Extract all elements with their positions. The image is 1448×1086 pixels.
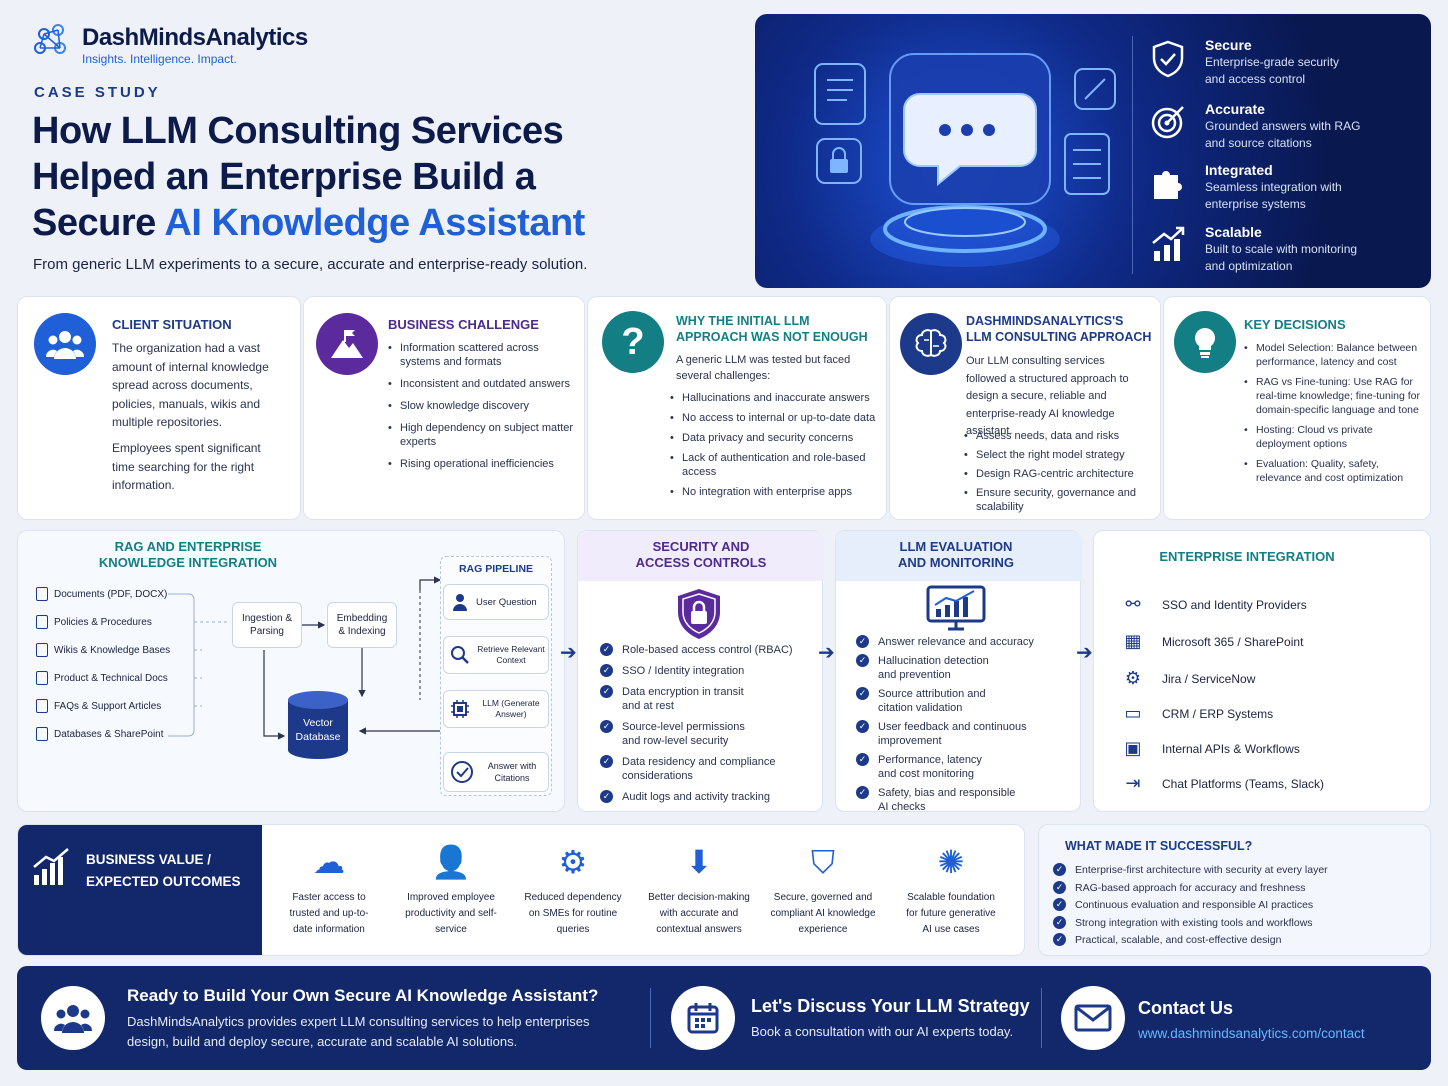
gear-icon: ⚙ (558, 844, 588, 880)
cloud-icon: ☁ (313, 844, 345, 880)
chat-bubble-illustration (814, 53, 1116, 267)
network-nodes-icon: ⚯ (1125, 594, 1141, 614)
feature-scalable: Scalable Built to scale with monitoring … (1150, 223, 1357, 275)
vector-database-label: Vector Database (295, 717, 341, 743)
document-icon (36, 643, 48, 657)
cloud-download-icon: ⬇ (685, 844, 713, 880)
feature-integrated: Integrated Seamless integration with ent… (1150, 161, 1342, 213)
brand-logo: DashMindsAnalytics Insights. Intelligenc… (28, 18, 328, 68)
source-faqs: FAQs & Support Articles (36, 699, 161, 713)
card-security: SECURITY AND ACCESS CONTROLS Role-based … (577, 530, 824, 812)
challenge-list: Information scattered across systems and… (388, 341, 578, 479)
chip-icon (451, 700, 469, 718)
arrow-right-icon: ➔ (1076, 642, 1093, 664)
integration-m365: ▦Microsoft 365 / SharePoint (1118, 631, 1303, 652)
crm-icon: ▭ (1124, 703, 1142, 723)
value-decision-making: ⬇Better decision-making with accurate an… (640, 842, 758, 938)
growth-chart-icon (1152, 226, 1185, 261)
magnifier-icon (451, 646, 469, 664)
business-value-panel: BUSINESS VALUE / EXPECTED OUTCOMES (17, 824, 1025, 956)
api-icon: ▣ (1124, 738, 1142, 758)
mountain-flag-icon (316, 313, 378, 375)
card-business-challenge: BUSINESS CHALLENGE Information scattered… (303, 296, 585, 520)
shield-lock-icon (678, 589, 720, 639)
discuss-title[interactable]: Let's Discuss Your LLM Strategy (751, 996, 1030, 1016)
page-title: How LLM Consulting Services Helped an En… (32, 110, 585, 244)
page-subtitle: From generic LLM experiments to a secure… (33, 256, 588, 273)
target-icon (1151, 106, 1184, 139)
pipeline-answer: Answer with Citations (443, 752, 549, 792)
question-mark-icon: ? (602, 311, 664, 373)
integration-apis: ▣Internal APIs & Workflows (1118, 738, 1299, 759)
mail-icon[interactable] (1061, 986, 1125, 1050)
brand-name: DashMindsAnalytics (82, 24, 308, 51)
check-circle-icon (451, 761, 473, 783)
users-icon (34, 313, 96, 375)
source-wikis: Wikis & Knowledge Bases (36, 643, 170, 657)
brand-tagline: Insights. Intelligence. Impact. (82, 52, 237, 66)
hero-panel (755, 14, 1431, 288)
pipeline-retrieve: Retrieve Relevant Context (443, 636, 549, 674)
contact-link[interactable]: www.dashmindsanalytics.com/contact (1138, 1026, 1365, 1041)
workflow-icon: ⚙ (1124, 668, 1142, 688)
integration-sso: ⚯SSO and Identity Providers (1118, 594, 1306, 615)
bar-chart-growth-icon (33, 848, 69, 885)
eyebrow: CASE STUDY (34, 84, 161, 101)
value-reduced-dependency: ⚙Reduced dependency on SMEs for routine … (514, 842, 632, 938)
arrow-right-icon: ➔ (560, 642, 577, 664)
source-databases: Databases & SharePoint (36, 727, 164, 741)
microsoft-icon: ▦ (1124, 631, 1142, 651)
embedding-box: Embedding & Indexing (327, 602, 397, 648)
card-evaluation: LLM EVALUATION AND MONITORING Answer rel… (835, 530, 1082, 813)
document-icon (36, 671, 48, 685)
pipeline-user-question: User Question (443, 584, 549, 620)
ingestion-box: Ingestion & Parsing (232, 602, 302, 648)
source-documents: Documents (PDF, DOCX) (36, 587, 167, 601)
cta-description: DashMindsAnalytics provides expert LLM c… (127, 1014, 590, 1049)
feature-secure: Secure Enterprise-grade security and acc… (1150, 36, 1339, 88)
shield-icon: ⛉ (810, 844, 835, 880)
cta-title: Ready to Build Your Own Secure AI Knowle… (127, 986, 599, 1005)
user-icon (453, 594, 467, 611)
integration-crm: ▭CRM / ERP Systems (1118, 703, 1273, 724)
value-faster-access: ☁Faster access to trusted and up-to-date… (270, 842, 388, 938)
brain-icon (34, 24, 66, 54)
card-integration: ENTERPRISE INTEGRATION (1093, 530, 1431, 812)
brain-circuit-icon (900, 313, 962, 375)
card-client-situation: CLIENT SITUATION The organization had a … (17, 296, 301, 520)
pipeline-llm: LLM (Generate Answer) (443, 690, 549, 728)
monitor-chart-icon (926, 585, 986, 631)
discuss-description: Book a consultation with our AI experts … (751, 1024, 1014, 1039)
calendar-icon[interactable] (671, 986, 735, 1050)
source-policies: Policies & Procedures (36, 615, 152, 629)
puzzle-icon (1154, 171, 1182, 199)
card-success: WHAT MADE IT SUCCESSFUL? Enterprise-firs… (1038, 824, 1431, 956)
users-icon (41, 986, 105, 1050)
document-icon (36, 615, 48, 629)
arrow-right-icon: ➔ (818, 642, 835, 664)
source-product-docs: Product & Technical Docs (36, 671, 168, 685)
integration-jira: ⚙Jira / ServiceNow (1118, 668, 1255, 689)
value-productivity: 👤Improved employee productivity and self… (392, 842, 510, 938)
integration-chat: ⇥Chat Platforms (Teams, Slack) (1118, 773, 1324, 794)
lightbulb-icon (1174, 311, 1236, 373)
chat-platform-icon: ⇥ (1125, 773, 1141, 793)
document-icon (36, 587, 48, 601)
document-icon (36, 699, 48, 713)
card-key-decisions: KEY DECISIONS Model Selection: Balance b… (1163, 296, 1431, 520)
document-icon (36, 727, 48, 741)
footer-bar: Ready to Build Your Own Secure AI Knowle… (17, 966, 1431, 1070)
card-why-initial: ? WHY THE INITIAL LLM APPROACH WAS NOT E… (587, 296, 887, 520)
value-scalable: ✺Scalable foundation for future generati… (892, 842, 1010, 938)
network-gear-icon: ✺ (937, 844, 965, 880)
feature-accurate: Accurate Grounded answers with RAG and s… (1150, 100, 1360, 152)
contact-title: Contact Us (1138, 998, 1234, 1018)
vector-database-icon (288, 691, 348, 759)
user-icon: 👤 (431, 844, 471, 880)
value-secure: ⛉Secure, governed and compliant AI knowl… (764, 842, 882, 938)
shield-check-icon (1152, 40, 1184, 78)
card-approach: DASHMINDSANALYTICS'S LLM CONSULTING APPR… (889, 296, 1161, 520)
